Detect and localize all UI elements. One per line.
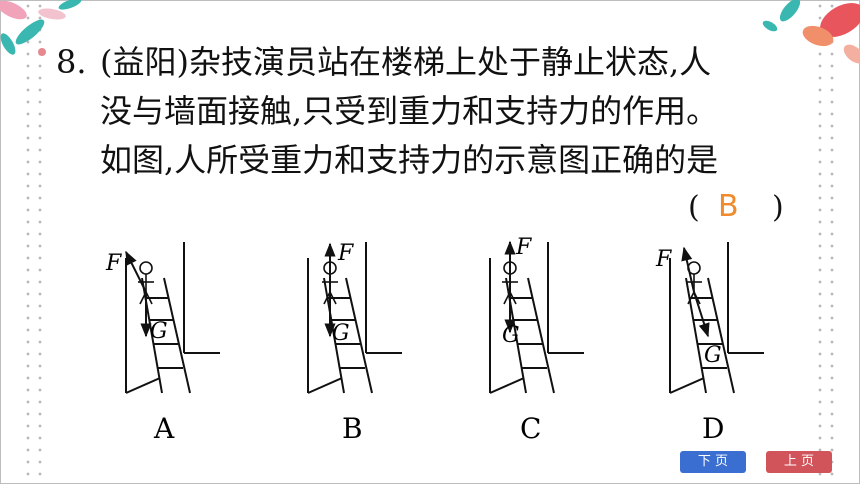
dot-pattern-right [814, 0, 838, 484]
figure-b: F G B [307, 241, 402, 445]
ladder-figures: F G A F G B [105, 235, 764, 445]
force-label-g: G [704, 343, 722, 368]
question-line-1: 8.(益阳)杂技演员站在楼梯上处于静止状态,人 [56, 38, 796, 87]
previous-page-button[interactable]: 上 页 [766, 451, 832, 473]
person [138, 261, 154, 305]
answer-text: B [718, 189, 739, 224]
support-force-arrow [125, 250, 147, 293]
question-line-3: 如图,人所受重力和支持力的示意图正确的是 [100, 141, 719, 179]
answer-blank: ( B ) [680, 188, 790, 232]
question-number: 8. [56, 43, 87, 81]
force-label-f: F [105, 251, 122, 276]
force-label-g: G [332, 321, 350, 346]
figure-label: D [702, 412, 724, 445]
gravity-arrow [693, 291, 710, 338]
figure-label: B [342, 412, 363, 445]
ladder-scene [125, 242, 220, 394]
force-label-f: F [655, 247, 672, 272]
leaf-decoration-left [0, 0, 82, 56]
answer-paren-open: ( [688, 190, 700, 225]
figure-c: F G C [489, 235, 584, 445]
answer-paren-close: ) [772, 190, 784, 225]
next-page-button[interactable]: 下 页 [680, 451, 746, 473]
force-label-f: F [337, 241, 354, 266]
figure-label: C [520, 412, 541, 445]
figure-a: F G A [105, 242, 220, 445]
force-label-f: F [515, 235, 532, 260]
question-line-2: 没与墙面接触,只受到重力和支持力的作用。 [100, 92, 719, 130]
dot-pattern-left [22, 0, 46, 484]
ladder-scene [307, 242, 402, 394]
ladder-scene [669, 242, 764, 394]
support-force-arrow [681, 246, 695, 293]
figure-d: F G D [655, 242, 764, 445]
force-label-g: G [150, 319, 168, 344]
force-label-g: G [502, 323, 520, 348]
leaf-decoration-right [762, 0, 860, 64]
question-text: 8.(益阳)杂技演员站在楼梯上处于静止状态,人 没与墙面接触,只受到重力和支持力… [56, 38, 796, 185]
figure-label: A [153, 412, 175, 445]
